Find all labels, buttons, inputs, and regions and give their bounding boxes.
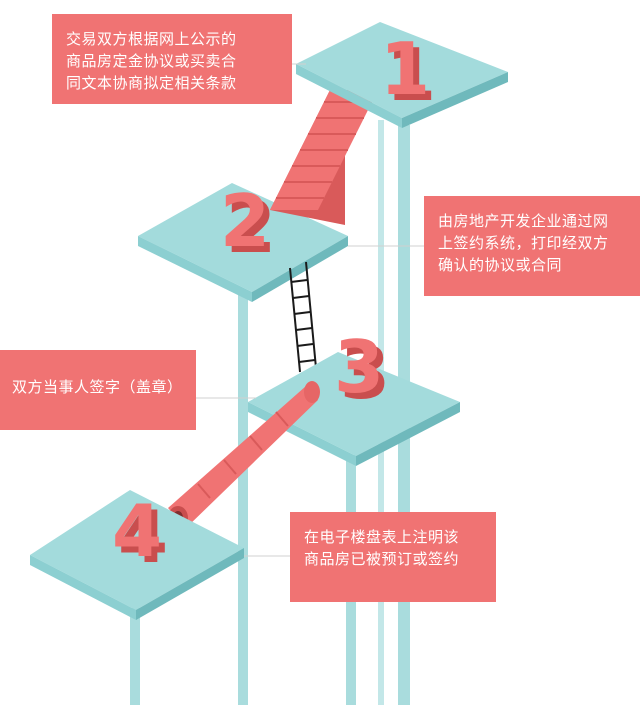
step-number-4: 4 bbox=[112, 489, 162, 573]
step-number-3: 3 bbox=[334, 325, 384, 409]
callout-step-4: 在电子楼盘表上注明该 商品房已被预订或签约 bbox=[290, 512, 496, 602]
step-number-3-shadow: 3 bbox=[340, 331, 390, 415]
callout-line: 商品房已被预订或签约 bbox=[304, 550, 460, 568]
callout-line: 同文本协商拟定相关条款 bbox=[66, 74, 237, 92]
platform-1 bbox=[296, 22, 508, 128]
callout-line: 交易双方根据网上公示的 bbox=[66, 30, 237, 48]
callout-line: 上签约系统，打印经双方 bbox=[438, 234, 609, 252]
callout-line: 确认的协议或合同 bbox=[438, 256, 563, 274]
pillar bbox=[238, 295, 248, 705]
callout-line: 由房地产开发企业通过网 bbox=[438, 212, 609, 230]
callout-step-1: 交易双方根据网上公示的 商品房定金协议或买卖合 同文本协商拟定相关条款 bbox=[52, 14, 292, 104]
step-number-1-shadow: 1 bbox=[386, 33, 436, 117]
step-number-2-shadow: 2 bbox=[226, 185, 276, 269]
platform-2 bbox=[138, 183, 348, 302]
step-number-4-shadow: 4 bbox=[118, 495, 168, 579]
step-number-2: 2 bbox=[220, 179, 270, 263]
ladder bbox=[289, 261, 317, 373]
callout-step-2: 由房地产开发企业通过网 上签约系统，打印经双方 确认的协议或合同 bbox=[424, 196, 640, 296]
callout-step-3: 双方当事人签字（盖章） bbox=[0, 350, 196, 430]
pillar bbox=[130, 608, 140, 705]
callout-line: 双方当事人签字（盖章） bbox=[12, 378, 183, 396]
callout-line: 商品房定金协议或买卖合 bbox=[66, 52, 237, 70]
platform-4 bbox=[30, 490, 244, 620]
staircase bbox=[270, 90, 378, 225]
callout-line: 在电子楼盘表上注明该 bbox=[304, 528, 460, 546]
leader-lines bbox=[196, 63, 424, 557]
step-number-1: 1 bbox=[380, 27, 430, 111]
